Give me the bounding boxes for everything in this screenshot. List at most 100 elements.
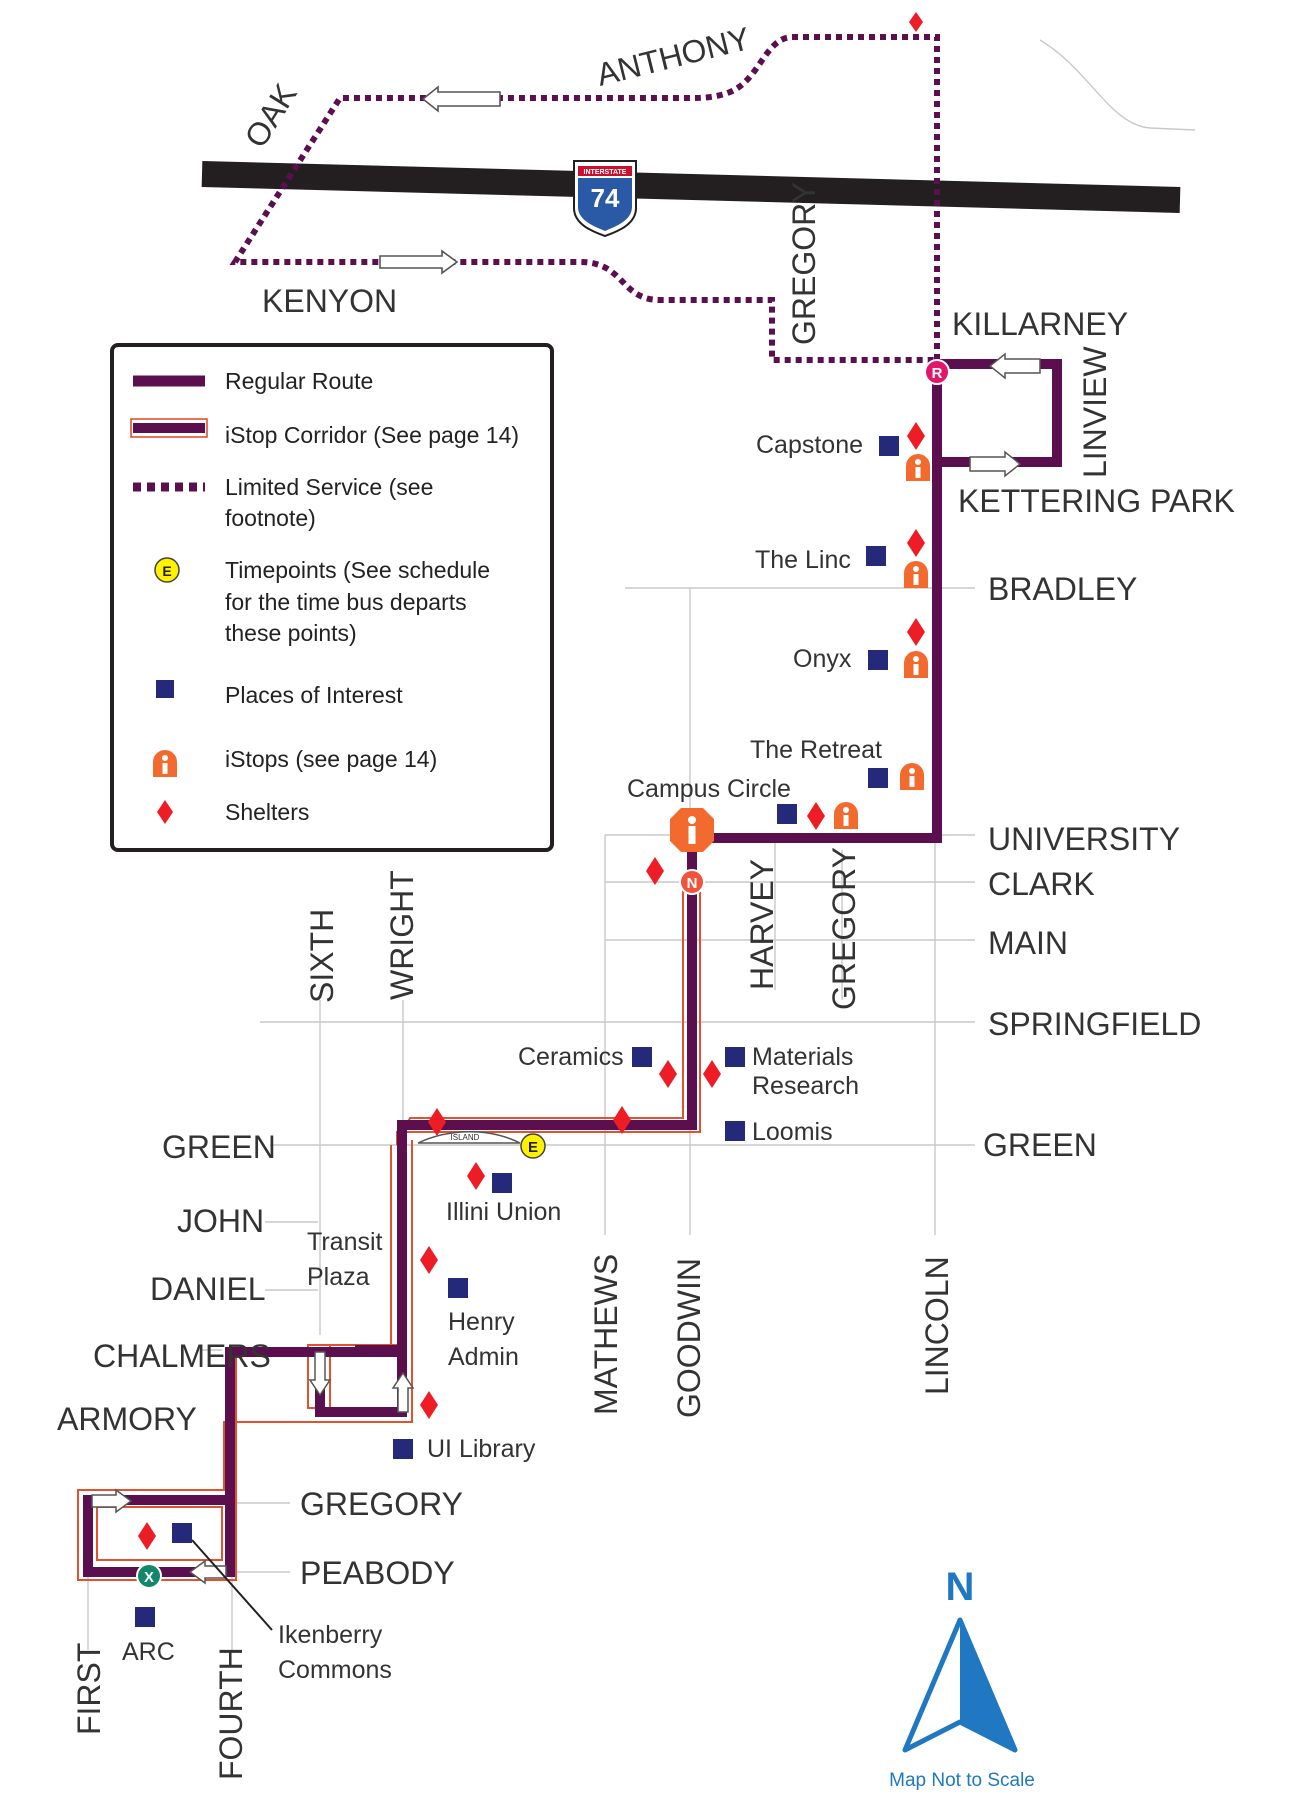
legend-poi-icon <box>156 680 174 698</box>
poi-square-ikenberry <box>172 1523 192 1543</box>
istop-icon <box>906 454 930 481</box>
street-springfield: SPRINGFIELD <box>988 1006 1201 1042</box>
shelter-diamond <box>703 1060 721 1088</box>
place-ui-library: UI Library <box>427 1435 536 1463</box>
place-ikenberry-1: Ikenberry <box>278 1621 383 1649</box>
legend-istops-label: iStops (see page 14) <box>225 746 437 772</box>
street-gregory-south: GREGORY <box>300 1486 463 1522</box>
street-university: UNIVERSITY <box>988 821 1180 857</box>
legend-corridor-label: iStop Corridor (See page 14) <box>225 422 519 448</box>
timepoint-n: N <box>679 869 705 895</box>
street-mathews: MATHEWS <box>588 1254 624 1415</box>
street-wright: WRIGHT <box>384 870 420 1000</box>
place-labels: Capstone The Linc Onyx The Retreat Campu… <box>122 431 882 1684</box>
place-materials-2: Research <box>752 1072 859 1100</box>
shelter-diamond <box>907 618 925 646</box>
street-bradley: BRADLEY <box>988 571 1137 607</box>
legend-limited-label-2: footnote) <box>225 505 316 531</box>
shelter-diamond <box>907 422 925 450</box>
legend: Regular Route iStop Corridor (See page 1… <box>110 343 554 852</box>
poi-markers <box>135 436 899 1627</box>
legend-timepoints-label-1: Timepoints (See schedule <box>225 557 490 583</box>
shelter-markers <box>138 12 925 1550</box>
street-gregory-mid: GREGORY <box>826 847 862 1010</box>
poi-square-ceramics <box>632 1047 652 1067</box>
street-peabody: PEABODY <box>300 1555 455 1591</box>
place-henry-2: Admin <box>448 1343 519 1371</box>
legend-frame <box>110 343 554 852</box>
compass-note: Map Not to Scale <box>889 1770 1035 1791</box>
timepoint-x-letter: X <box>144 1569 154 1586</box>
limited-service-route <box>229 34 940 363</box>
timepoint-n-letter: N <box>687 875 698 892</box>
shelter-diamond <box>646 857 664 885</box>
istop-campus-circle-icon <box>670 808 714 852</box>
shelter-diamond <box>420 1391 438 1419</box>
poi-square-capstone <box>879 436 899 456</box>
shelter-diamond <box>909 12 923 32</box>
istop-icon <box>904 651 928 678</box>
street-chalmers: CHALMERS <box>93 1338 271 1374</box>
legend-regular-route-label: Regular Route <box>225 368 373 394</box>
poi-square-the-linc <box>866 546 886 566</box>
street-fourth: FOURTH <box>213 1647 249 1780</box>
poi-square-illini-union <box>492 1173 512 1193</box>
poi-square-arc <box>135 1607 155 1627</box>
place-ceramics: Ceramics <box>518 1043 624 1071</box>
place-transit-2: Plaza <box>307 1263 370 1291</box>
street-gregory-north: GREGORY <box>786 182 822 345</box>
timepoint-e-letter: E <box>528 1139 538 1156</box>
street-john: JOHN <box>177 1203 264 1239</box>
street-goodwin: GOODWIN <box>671 1258 707 1418</box>
poi-square-materials <box>725 1047 745 1067</box>
place-campus-circle: Campus Circle <box>627 775 791 803</box>
street-kettering-park: KETTERING PARK <box>958 483 1235 519</box>
place-the-retreat: The Retreat <box>750 736 882 764</box>
street-daniel: DANIEL <box>150 1271 266 1307</box>
poi-square-retreat <box>868 768 888 788</box>
shelter-diamond <box>420 1246 438 1274</box>
place-ikenberry-2: Commons <box>278 1656 392 1684</box>
timepoint-x: X <box>136 1563 162 1589</box>
shelter-diamond <box>659 1060 677 1088</box>
shelter-diamond <box>467 1162 485 1190</box>
place-loomis: Loomis <box>752 1118 833 1146</box>
street-killarney: KILLARNEY <box>952 306 1128 342</box>
ikenberry-leader-line <box>191 1539 273 1631</box>
place-materials-1: Materials <box>752 1043 853 1071</box>
north-compass: N Map Not to Scale <box>889 1565 1035 1791</box>
timepoint-r-letter: R <box>932 365 943 382</box>
legend-shelter-icon <box>157 800 173 824</box>
limited-service-arrows <box>379 85 501 275</box>
street-lincoln: LINCOLN <box>919 1256 955 1395</box>
poi-square-campus-circle <box>777 804 797 824</box>
shelter-diamond <box>428 1108 446 1136</box>
interstate-number: 74 <box>591 183 620 213</box>
poi-square-onyx <box>868 650 888 670</box>
istop-icon <box>834 802 858 829</box>
place-henry-1: Henry <box>448 1308 515 1336</box>
street-anthony: ANTHONY <box>593 20 754 93</box>
shelter-diamond <box>807 802 825 830</box>
street-harvey: HARVEY <box>744 859 780 990</box>
street-armory: ARMORY <box>57 1401 197 1437</box>
poi-square-henry <box>448 1278 468 1298</box>
place-the-linc: The Linc <box>755 546 851 574</box>
timepoint-r: R <box>924 359 950 385</box>
place-transit-1: Transit <box>307 1228 383 1256</box>
place-arc: ARC <box>122 1638 175 1666</box>
island-label: ISLAND <box>451 1133 480 1142</box>
legend-timepoints-label-3: these points) <box>225 620 357 646</box>
legend-shelters-label: Shelters <box>225 799 309 825</box>
legend-istop-icon <box>153 750 177 777</box>
shelter-diamond <box>613 1106 631 1134</box>
legend-timepoint-icon <box>154 557 180 583</box>
compass-letter: N <box>946 1565 975 1609</box>
street-first: FIRST <box>71 1643 107 1735</box>
street-clark: CLARK <box>988 866 1095 902</box>
north-arrow-shade <box>960 1620 1015 1750</box>
istop-markers <box>670 454 930 852</box>
shelter-diamond <box>907 529 925 557</box>
